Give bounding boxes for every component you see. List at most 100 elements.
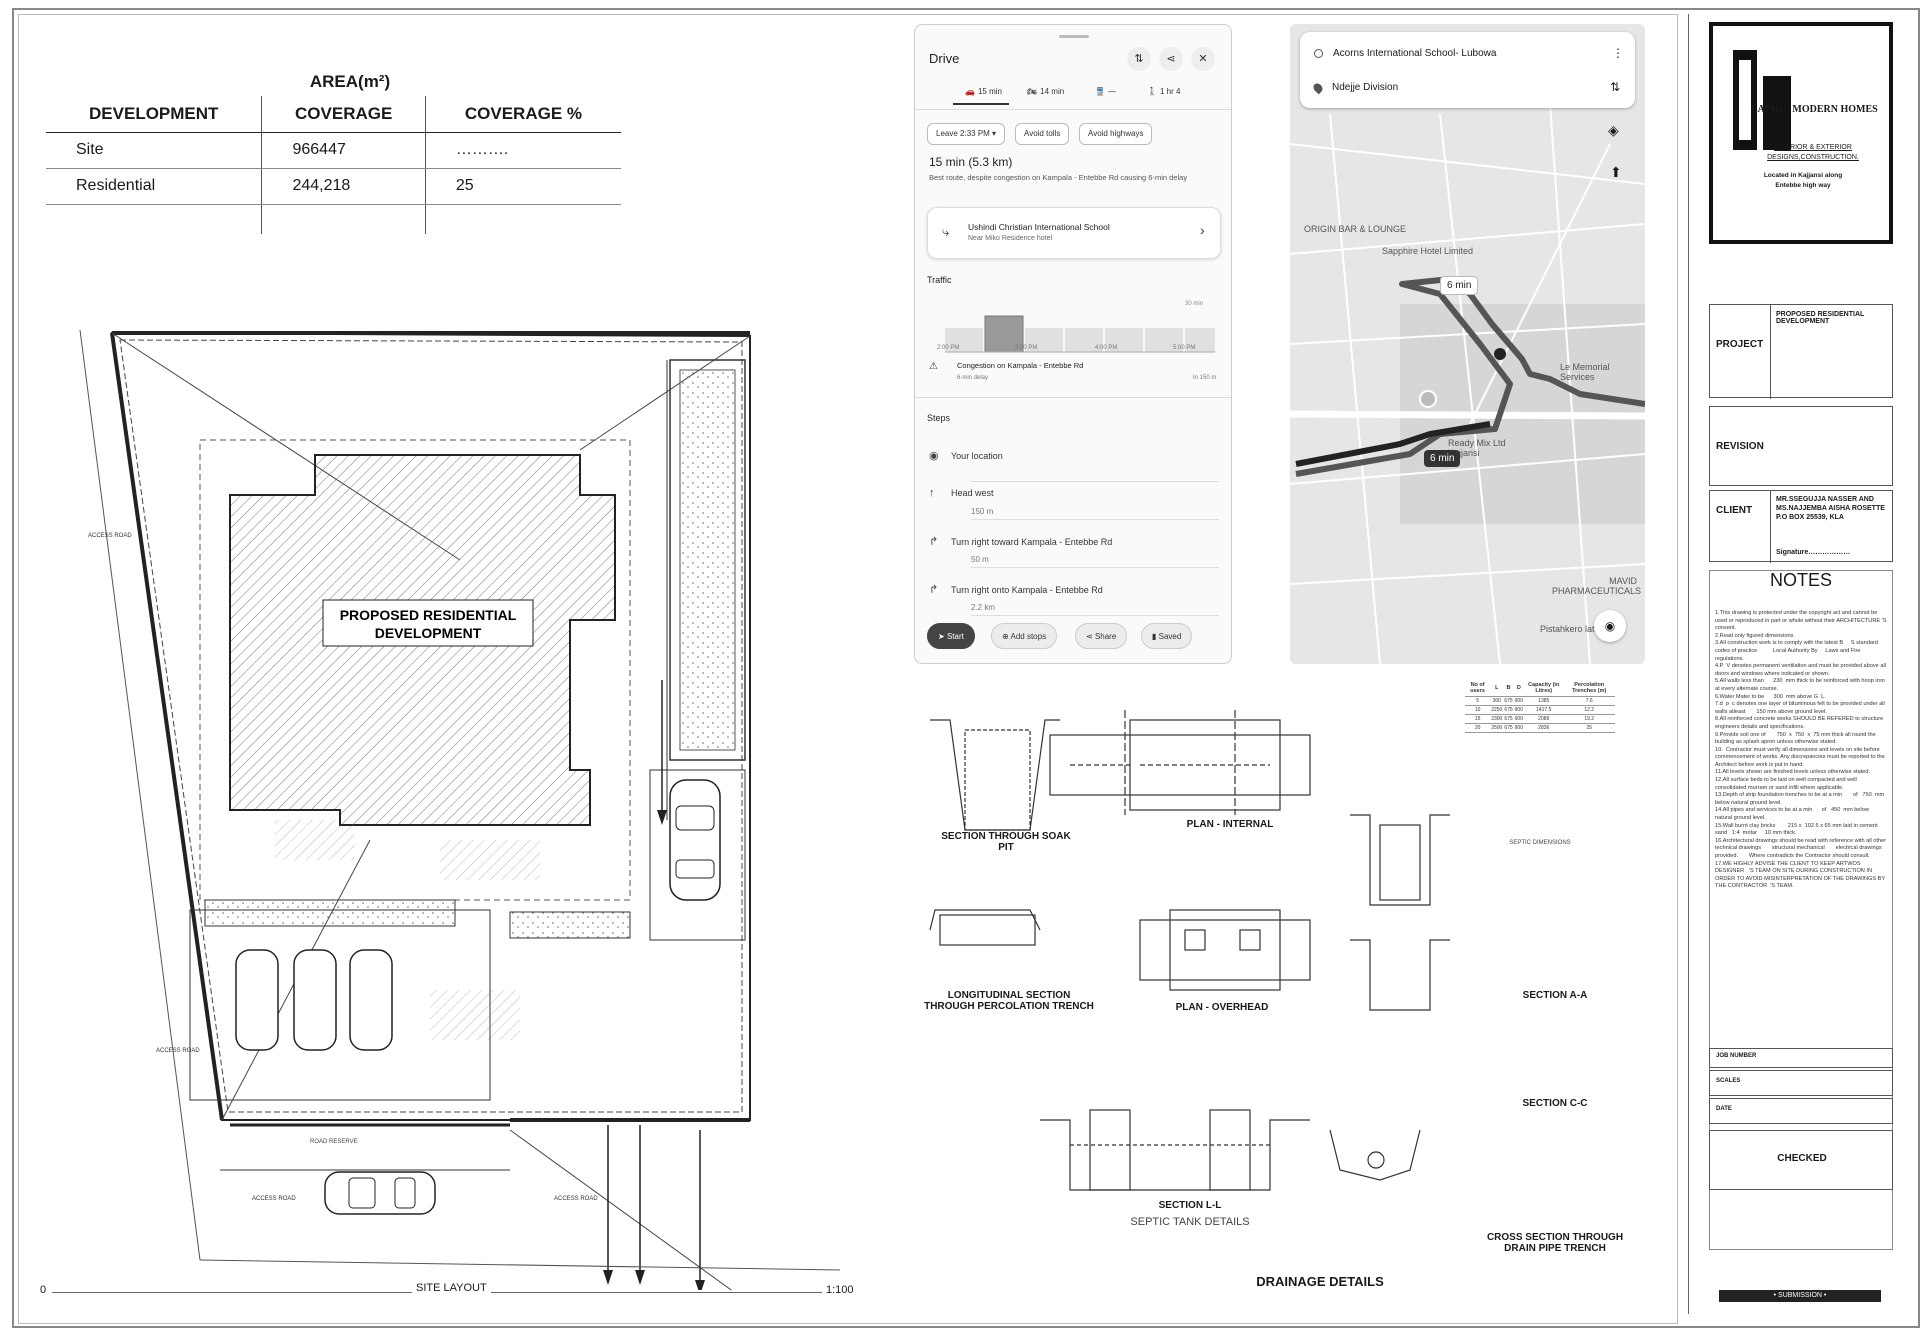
- car-icon: [669, 779, 721, 901]
- table-row: Site 966447 ……….: [46, 132, 621, 169]
- walk-icon: 🚶: [1147, 87, 1157, 96]
- cross-section-caption: CROSS SECTION THROUGH DRAIN PIPE TRENCH: [1486, 1232, 1624, 1254]
- submission-badge: • SUBMISSION •: [1719, 1290, 1881, 1302]
- checked-label: CHECKED: [1777, 1153, 1827, 1164]
- avoid-highways-chip[interactable]: Avoid highways: [1079, 123, 1153, 145]
- route-summary: Best route, despite congestion on Kampal…: [929, 173, 1188, 182]
- table-header: Capacity (in Litres): [1524, 680, 1564, 697]
- title-block: LAPHIC MODERN HOMES INTERIOR & EXTERIOR …: [1688, 14, 1900, 1314]
- table-cell: 25: [424, 168, 621, 205]
- saved-button[interactable]: ▮ Saved: [1141, 623, 1193, 649]
- area-table: DEVELOPMENT COVERAGE COVERAGE % Site 966…: [46, 96, 621, 234]
- motorbike-icon: 🏍: [1027, 87, 1038, 96]
- map-panel[interactable]: Acorns International School- Lubowa Ndej…: [1290, 24, 1645, 664]
- congestion-title: Congestion on Kampala - Entebbe Rd: [957, 361, 1084, 370]
- congestion-distance: In 150 m: [1193, 375, 1217, 381]
- directions-icon: ⤷: [942, 224, 950, 239]
- step-text: Turn right onto Kampala - Entebbe Rd: [951, 585, 1103, 595]
- swap-icon[interactable]: ⇅: [1610, 80, 1621, 94]
- traffic-title: Traffic: [927, 275, 952, 285]
- scale-label: 1:100: [826, 1284, 854, 1296]
- active-tab-indicator: [953, 103, 1009, 105]
- drainage-details-caption: DRAINAGE DETAILS: [1256, 1274, 1384, 1289]
- mode-label: —: [1107, 87, 1116, 96]
- mode-tab-motorbike[interactable]: 🏍14 min: [1027, 87, 1064, 96]
- scale-zero: 0: [40, 1284, 47, 1296]
- my-location-icon[interactable]: ◉: [1594, 610, 1626, 642]
- table-cell: ……….: [424, 132, 621, 169]
- plan-internal-caption: PLAN - INTERNAL: [1186, 819, 1274, 830]
- section-ll-caption: SECTION L-L: [1158, 1200, 1222, 1211]
- services-line1: INTERIOR & EXTERIOR: [1774, 144, 1852, 151]
- section-cc-caption: SECTION C-C: [1522, 1098, 1588, 1109]
- project-name: PROPOSED RESIDENTIAL DEVELOPMENT: [1776, 311, 1865, 325]
- more-vert-icon[interactable]: ⋮: [1612, 46, 1624, 60]
- map-place-label: Sapphire Hotel Limited: [1382, 246, 1474, 256]
- button-label: Share: [1094, 632, 1117, 641]
- area-header-coverage: COVERAGE: [261, 96, 426, 133]
- mode-tab-walk[interactable]: 🚶1 hr 4: [1147, 87, 1180, 96]
- add-stop-icon: ⊕: [1002, 632, 1011, 641]
- access-road-label: ACCESS ROAD: [554, 1196, 598, 1202]
- table-header: Percolation Trenches (m): [1563, 680, 1615, 697]
- traffic-time: 4:00 PM: [1095, 345, 1118, 351]
- table-row: Residential 244,218 25: [46, 168, 621, 205]
- mode-label: 15 min: [977, 87, 1002, 96]
- road-reserve-label: ROAD RESERVE: [310, 1139, 358, 1145]
- share-button[interactable]: ⋖ Share: [1075, 623, 1128, 649]
- project-row: PROJECT PROPOSED RESIDENTIAL DEVELOPMENT: [1709, 304, 1893, 399]
- area-header-coverage-percent: COVERAGE %: [424, 96, 621, 133]
- map-search-box[interactable]: Acorns International School- Lubowa Ndej…: [1300, 32, 1635, 108]
- scales-label: SCALES: [1716, 1078, 1741, 1084]
- add-stops-button[interactable]: ⊕ Add stops: [991, 623, 1058, 649]
- step-distance: 150 m: [971, 507, 994, 516]
- transit-icon: 🚆: [1095, 87, 1105, 96]
- avoid-tolls-chip[interactable]: Avoid tolls: [1015, 123, 1070, 145]
- revision-row: REVISION: [1709, 406, 1893, 486]
- start-button[interactable]: ➤ Start: [927, 623, 975, 649]
- destination-row[interactable]: Ndejje Division: [1311, 81, 1398, 94]
- step-item[interactable]: ◉ Your location: [929, 449, 1219, 482]
- drive-title: Drive: [929, 51, 960, 66]
- route-time-badge[interactable]: 6 min: [1440, 276, 1479, 295]
- traffic-time: 2:00 PM: [937, 345, 960, 351]
- section-aa-caption: SECTION A-A: [1522, 990, 1588, 1001]
- options-icon[interactable]: ⇅: [1127, 47, 1151, 71]
- job-number-label: JOB NUMBER: [1716, 1053, 1757, 1059]
- button-label: Add stops: [1010, 632, 1047, 641]
- map-place-label: MAVID PHARMACEUTICALS: [1552, 576, 1642, 596]
- leave-time-chip[interactable]: Leave 2:33 PM ▾: [927, 123, 1006, 145]
- area-header-development: DEVELOPMENT: [46, 96, 262, 133]
- mode-tab-car[interactable]: 🚗15 min: [965, 87, 1002, 96]
- access-road-label: ACCESS ROAD: [88, 533, 132, 539]
- area-table-title: AREA(m²): [309, 72, 391, 91]
- scales-row: SCALES: [1709, 1070, 1893, 1096]
- steps-title: Steps: [927, 413, 951, 423]
- step-text: Your location: [951, 451, 1003, 461]
- building-logo-icon: [1733, 50, 1791, 150]
- compass-icon[interactable]: ⬆: [1610, 164, 1622, 180]
- client-label: CLIENT: [1716, 505, 1753, 516]
- notes-title: NOTES: [1769, 570, 1832, 590]
- drag-handle[interactable]: [1059, 35, 1089, 38]
- table-cell: Residential: [46, 168, 262, 205]
- route-time-badge[interactable]: 6 min: [1424, 450, 1461, 467]
- share-icon[interactable]: ⋖: [1159, 47, 1183, 71]
- layers-icon[interactable]: ◈: [1608, 122, 1619, 138]
- route-duration: 15 min (5.3 km): [929, 155, 1013, 169]
- traffic-time: 5:00 PM: [1173, 345, 1196, 351]
- location-line2: Entebbe high way: [1775, 182, 1831, 189]
- mode-tab-transit[interactable]: 🚆—: [1095, 87, 1116, 96]
- close-icon[interactable]: ✕: [1191, 47, 1215, 71]
- destination-card[interactable]: ⤷ Ushindi Christian International School…: [927, 207, 1221, 259]
- table-header: L: [1490, 680, 1504, 697]
- location-icon: ◉: [929, 450, 939, 462]
- origin-row[interactable]: Acorns International School- Lubowa: [1314, 48, 1496, 59]
- map-place-label: Ready Mix Ltd Kajjansi: [1448, 438, 1506, 458]
